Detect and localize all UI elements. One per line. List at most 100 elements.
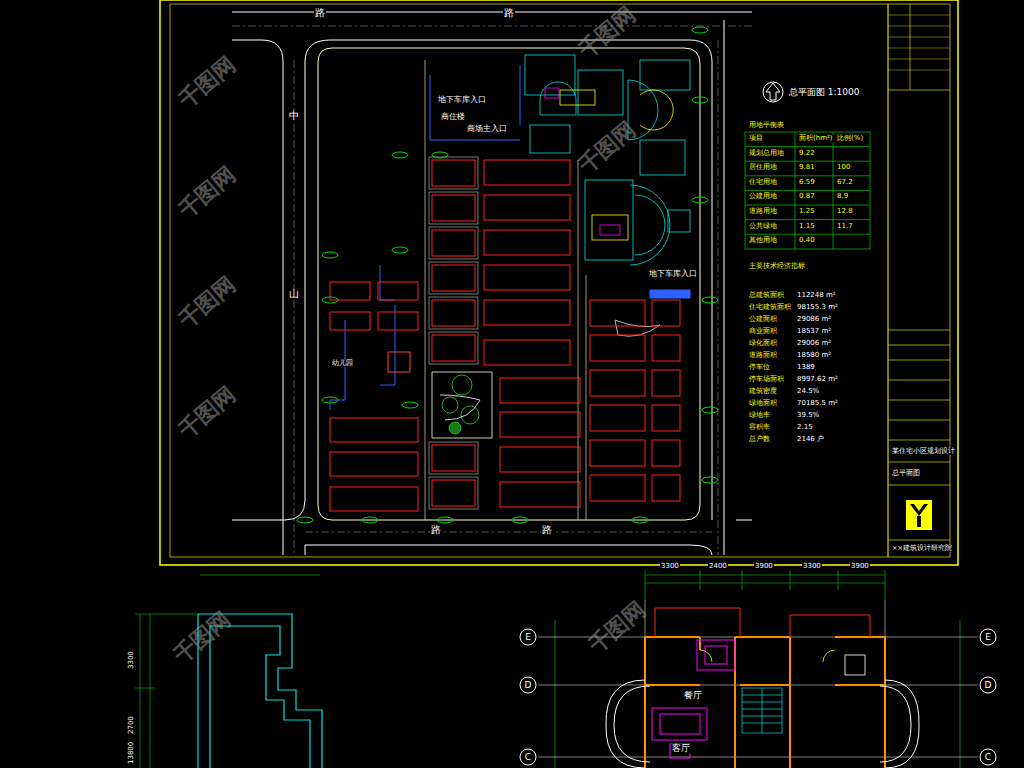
road-name: 路 bbox=[314, 8, 326, 18]
dimension: 2700 bbox=[128, 715, 135, 735]
tree-symbol bbox=[392, 152, 408, 158]
axis-label: E bbox=[979, 628, 997, 646]
road-name: 路 bbox=[430, 525, 442, 535]
room-name: 餐厅 bbox=[683, 691, 703, 700]
building-block bbox=[429, 192, 478, 224]
building-block bbox=[484, 265, 570, 290]
tree-symbol bbox=[402, 402, 418, 408]
room-name: 客厅 bbox=[671, 744, 691, 753]
index-name: 商业面积 bbox=[748, 328, 778, 335]
callout: 地下车库入口 bbox=[648, 270, 698, 278]
axis-bubble: E bbox=[519, 628, 537, 646]
tree-symbol bbox=[692, 27, 708, 33]
index-value: 2.15 bbox=[796, 424, 814, 431]
building-block bbox=[432, 265, 475, 291]
tree-symbol bbox=[702, 477, 718, 483]
building-block bbox=[652, 405, 680, 431]
building-block bbox=[432, 335, 475, 361]
building-block bbox=[484, 230, 570, 255]
building-block bbox=[429, 157, 478, 189]
building-block bbox=[330, 418, 418, 442]
table-cell: 项目 bbox=[748, 135, 764, 142]
index-value: 24.5% bbox=[796, 388, 820, 395]
road-name: 路 bbox=[503, 8, 515, 18]
building-block bbox=[432, 230, 475, 256]
tree-symbols bbox=[297, 27, 718, 523]
building-block bbox=[484, 300, 570, 325]
index-name: 道路面积 bbox=[748, 352, 778, 359]
axis-label: D bbox=[979, 676, 997, 694]
sheet-name: 总平面图 bbox=[891, 470, 921, 477]
building-block bbox=[330, 487, 418, 511]
title-block-rows bbox=[888, 15, 950, 70]
axis-label: C bbox=[519, 748, 537, 766]
road-name: 路 bbox=[541, 525, 553, 535]
central-park bbox=[432, 372, 492, 438]
watermark: 千图网 bbox=[575, 118, 640, 177]
table-cell: 1.15 bbox=[798, 223, 816, 230]
building-block bbox=[429, 297, 478, 329]
watermark: 千图网 bbox=[170, 608, 235, 667]
dimension: 3900 bbox=[754, 563, 774, 570]
index-value: 8997.62 m² bbox=[796, 376, 839, 383]
table-cell: 公共绿地 bbox=[748, 223, 778, 230]
table-cell: 道路用地 bbox=[748, 208, 778, 215]
table-cell: 0.87 bbox=[798, 193, 816, 200]
index-value: 98155.3 m² bbox=[796, 304, 839, 311]
callout: 地下车库入口 bbox=[437, 96, 487, 104]
building-block bbox=[432, 300, 475, 326]
index-value: 70185.5 m² bbox=[796, 400, 839, 407]
dimension: 3900 bbox=[850, 563, 870, 570]
index-name: 停车位 bbox=[748, 364, 771, 371]
index-value: 1389 bbox=[796, 364, 816, 371]
building-block bbox=[432, 480, 475, 506]
building-block bbox=[500, 447, 580, 472]
company-name: ××建筑设计研究院 bbox=[891, 545, 953, 552]
tree-symbol bbox=[692, 97, 708, 103]
building-block bbox=[429, 332, 478, 364]
table-title: 用地平衡表 bbox=[748, 122, 785, 129]
index-name: 容积率 bbox=[748, 424, 771, 431]
commercial-detail bbox=[560, 90, 673, 240]
building-block bbox=[652, 335, 680, 361]
index-value: 112248 m² bbox=[796, 292, 837, 299]
sheet-frame bbox=[160, 0, 958, 565]
building-block bbox=[590, 370, 645, 396]
building-block bbox=[484, 195, 570, 220]
index-value: 2146 户 bbox=[796, 436, 825, 443]
road-name: 中 bbox=[288, 111, 300, 121]
table-cell: 11.7 bbox=[836, 223, 854, 230]
building-block bbox=[429, 227, 478, 259]
building-block bbox=[378, 312, 418, 330]
tree-symbol bbox=[692, 197, 708, 203]
road-lines bbox=[232, 12, 752, 555]
building-block bbox=[590, 440, 645, 466]
axis-bubble: D bbox=[979, 676, 997, 694]
building-block bbox=[652, 300, 680, 326]
axis-bubble: E bbox=[979, 628, 997, 646]
road-name: 山 bbox=[288, 289, 300, 299]
bay-windows bbox=[606, 680, 919, 768]
dimension-lines bbox=[135, 570, 960, 768]
tree-symbol bbox=[437, 517, 453, 523]
building-block bbox=[429, 262, 478, 294]
kindergarten-building bbox=[388, 352, 410, 372]
building-block bbox=[500, 482, 580, 507]
building-block bbox=[652, 370, 680, 396]
index-value: 18580 m² bbox=[796, 352, 832, 359]
table-cell: 其他用地 bbox=[748, 237, 778, 244]
axis-bubble: D bbox=[519, 676, 537, 694]
tree-symbol bbox=[432, 152, 448, 158]
tree-symbol bbox=[322, 397, 338, 403]
building-block bbox=[652, 440, 680, 466]
inner-road bbox=[425, 60, 426, 520]
building-block bbox=[484, 340, 570, 365]
table-cell: 12.8 bbox=[836, 208, 854, 215]
index-name: 公建面积 bbox=[748, 316, 778, 323]
table-cell: 9.81 bbox=[798, 164, 816, 171]
index-value: 29086 m² bbox=[796, 316, 832, 323]
table-cell: 居住用地 bbox=[748, 164, 778, 171]
table-cell: 面积(hm²) bbox=[798, 135, 834, 142]
